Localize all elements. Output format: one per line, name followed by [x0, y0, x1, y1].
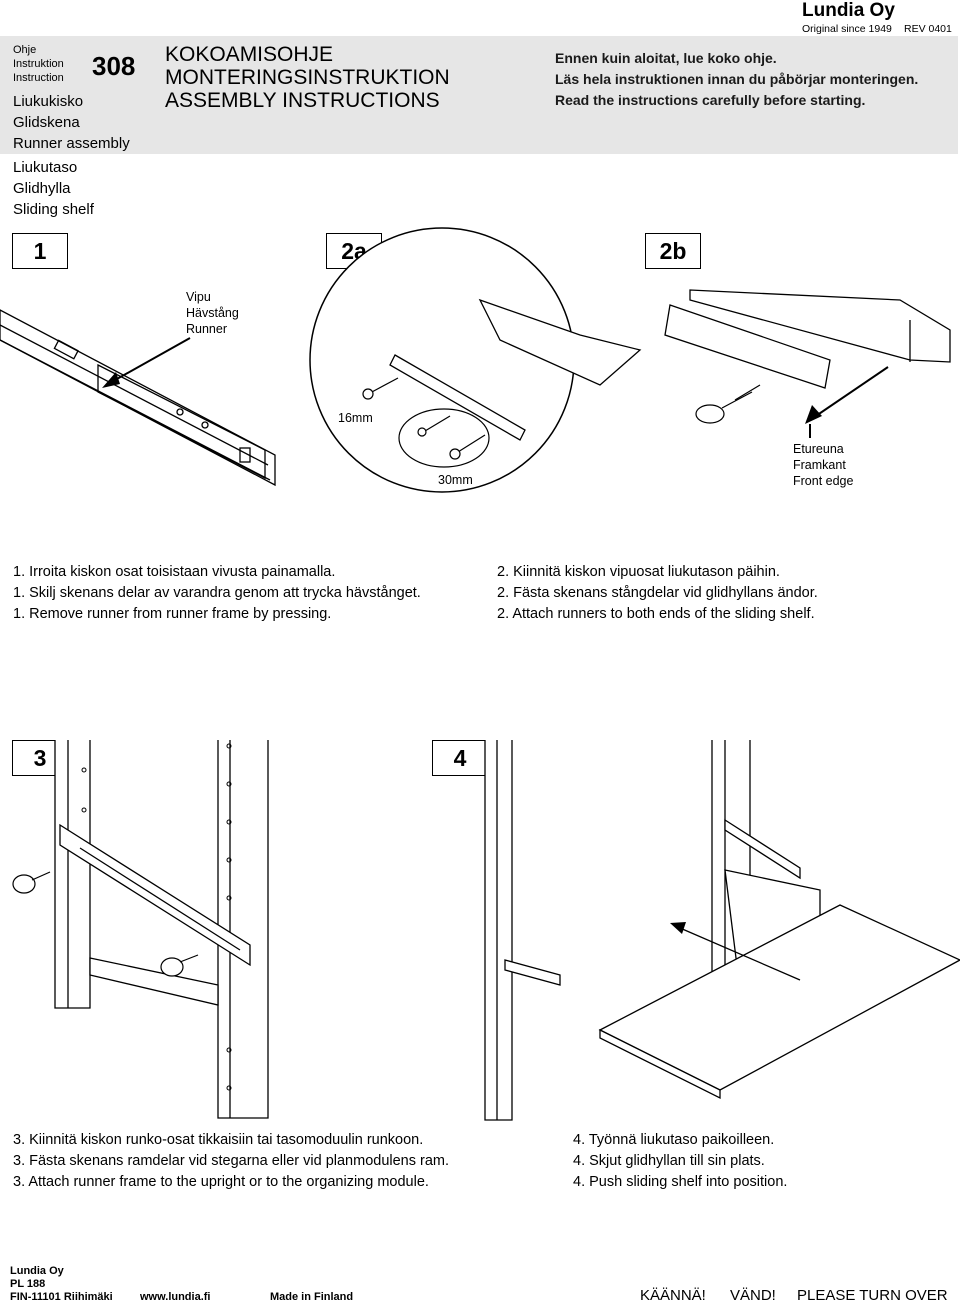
turn-over-en: PLEASE TURN OVER — [797, 1287, 948, 1304]
doc-number: 308 — [92, 51, 136, 81]
doc-type-en: Instruction — [13, 72, 64, 84]
brand-since: Original since 1949 — [802, 23, 892, 35]
footer-website[interactable]: www.lundia.fi — [140, 1291, 211, 1303]
front-edge-en: Front edge — [793, 474, 854, 488]
turn-over-fi: KÄÄNNÄ! — [640, 1287, 706, 1304]
front-edge-label: Etureuna Framkant Front edge — [793, 441, 853, 489]
title-en: ASSEMBLY INSTRUCTIONS — [165, 89, 440, 112]
step-1-en: 1. Remove runner from runner frame by pr… — [13, 606, 332, 622]
product-shelf-sv: Glidhylla — [13, 180, 71, 197]
runner-lever-label: Vipu Hävstång Runner — [186, 289, 239, 337]
product-shelf-en: Sliding shelf — [13, 201, 94, 218]
front-edge-fi: Etureuna — [793, 442, 844, 456]
step-3-text: 3. Kiinnitä kiskon runko-osat tikkaisiin… — [13, 1130, 449, 1193]
product-shelf: Liukutaso Glidhylla Sliding shelf — [13, 157, 94, 220]
lever-sv: Hävstång — [186, 306, 239, 320]
title-fi: KOKOAMISOHJE — [165, 43, 334, 66]
brand-name: Lundia Oy — [802, 0, 895, 21]
product-shelf-fi: Liukutaso — [13, 159, 78, 176]
screw-30mm-label: 30mm — [438, 473, 473, 487]
step-2-en: 2. Attach runners to both ends of the sl… — [497, 606, 815, 622]
doc-type-sv: Instruktion — [13, 58, 64, 70]
intro-text: Ennen kuin aloitat, lue koko ohje. Läs h… — [555, 48, 918, 111]
lever-en: Runner — [186, 322, 227, 336]
footer-company: Lundia Oy — [10, 1265, 64, 1277]
step-2-sv: 2. Fästa skenans stångdelar vid glidhyll… — [497, 585, 818, 601]
intro-sv: Läs hela instruktionen innan du påbörjar… — [555, 71, 919, 87]
product-runner-en: Runner assembly — [13, 135, 130, 152]
product-runner: Liukukisko Glidskena Runner assembly — [13, 91, 130, 154]
intro-fi: Ennen kuin aloitat, lue koko ohje. — [555, 50, 777, 66]
step-4-label: 4 — [432, 740, 488, 776]
page-title: KOKOAMISOHJE MONTERINGSINSTRUKTION ASSEM… — [165, 43, 450, 112]
doc-type: Ohje Instruktion Instruction — [13, 43, 64, 85]
turn-over-sv: VÄND! — [730, 1287, 776, 1304]
intro-en: Read the instructions carefully before s… — [555, 92, 866, 108]
step-1-sv: 1. Skilj skenans delar av varandra genom… — [13, 585, 421, 601]
lever-fi: Vipu — [186, 290, 211, 304]
footer-made-in: Made in Finland — [270, 1291, 354, 1303]
step-4-en: 4. Push sliding shelf into position. — [573, 1174, 788, 1190]
step-3-sv: 3. Fästa skenans ramdelar vid stegarna e… — [13, 1153, 450, 1169]
step-1-fi: 1. Irroita kiskon osat toisistaan vivust… — [13, 564, 336, 580]
step-4-sv: 4. Skjut glidhyllan till sin plats. — [573, 1153, 765, 1169]
step-2-fi: 2. Kiinnitä kiskon vipuosat liukutason p… — [497, 564, 780, 580]
title-sv: MONTERINGSINSTRUKTION — [165, 66, 450, 89]
footer-pobox: PL 188 — [10, 1278, 46, 1290]
product-runner-fi: Liukukisko — [13, 93, 84, 110]
doc-type-fi: Ohje — [13, 44, 37, 56]
product-runner-sv: Glidskena — [13, 114, 80, 131]
footer-address: Lundia Oy PL 188 FIN-11101 Riihimäki — [10, 1265, 113, 1304]
step-2-text: 2. Kiinnitä kiskon vipuosat liukutason p… — [497, 562, 818, 625]
step-3-en: 3. Attach runner frame to the upright or… — [13, 1174, 429, 1190]
step-3-fi: 3. Kiinnitä kiskon runko-osat tikkaisiin… — [13, 1132, 424, 1148]
header-band — [0, 36, 958, 154]
footer-city: FIN-11101 Riihimäki — [10, 1291, 113, 1303]
step-1-label: 1 — [12, 233, 68, 269]
step-1-text: 1. Irroita kiskon osat toisistaan vivust… — [13, 562, 421, 625]
front-edge-sv: Framkant — [793, 458, 846, 472]
step-4-text: 4. Työnnä liukutaso paikoilleen. 4. Skju… — [573, 1130, 787, 1193]
step-2b-label: 2b — [645, 233, 701, 269]
step-4-fi: 4. Työnnä liukutaso paikoilleen. — [573, 1132, 775, 1148]
revision: REV 0401 — [904, 23, 952, 35]
screw-16mm-label: 16mm — [338, 411, 373, 425]
